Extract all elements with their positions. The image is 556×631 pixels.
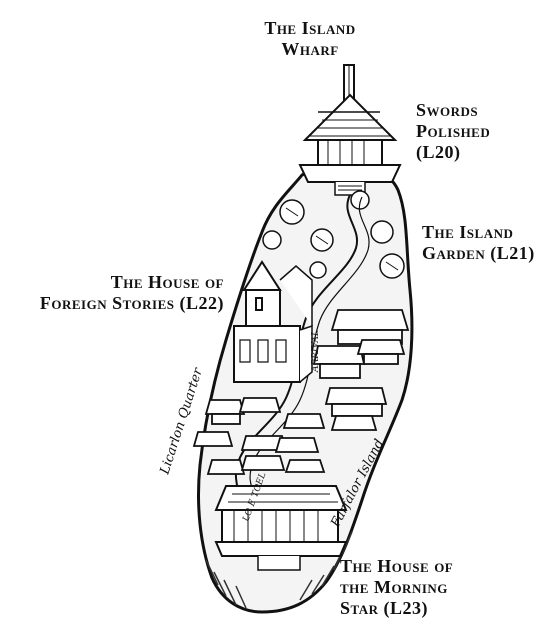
licarlon-quarter-label: Licarlon Quarter (157, 366, 206, 478)
lower-island-houses (192, 397, 326, 475)
house-of-the-morning-star-label: The House of the Morning Star (L23) (340, 556, 453, 619)
island-garden-label: The Island Garden (L21) (422, 222, 535, 264)
foreign-line-2: Foreign Stories (L22) (39, 293, 224, 313)
wharf-line-2: Wharf (281, 39, 339, 59)
garden-line-1: The Island (422, 222, 514, 242)
garden-line-2: Garden (L21) (422, 243, 535, 263)
island-garden-trees (262, 190, 405, 279)
swords-line-1: Swords (416, 100, 479, 120)
swords-line-2: Polished (416, 121, 491, 141)
swords-polished-building (298, 93, 402, 196)
island-wharf-label: The Island Wharf (255, 18, 365, 60)
wharf-line-1: The Island (264, 18, 356, 38)
house-of-foreign-stories-building (233, 260, 313, 383)
swords-polished-label: Swords Polished (L20) (416, 100, 490, 163)
mid-island-houses (312, 309, 410, 431)
morning-line-2: the Morning (340, 577, 448, 597)
swords-line-3: (L20) (416, 142, 461, 162)
island-shore-hatching (205, 531, 353, 609)
foreign-line-1: The House of (110, 272, 224, 292)
morning-line-3: Star (L23) (340, 598, 428, 618)
street-label: ARRIVAL (311, 330, 321, 373)
house-of-the-morning-star-building (214, 485, 348, 571)
house-of-foreign-stories-label: The House of Foreign Stories (L22) (10, 272, 224, 314)
morning-line-1: The House of (340, 556, 454, 576)
